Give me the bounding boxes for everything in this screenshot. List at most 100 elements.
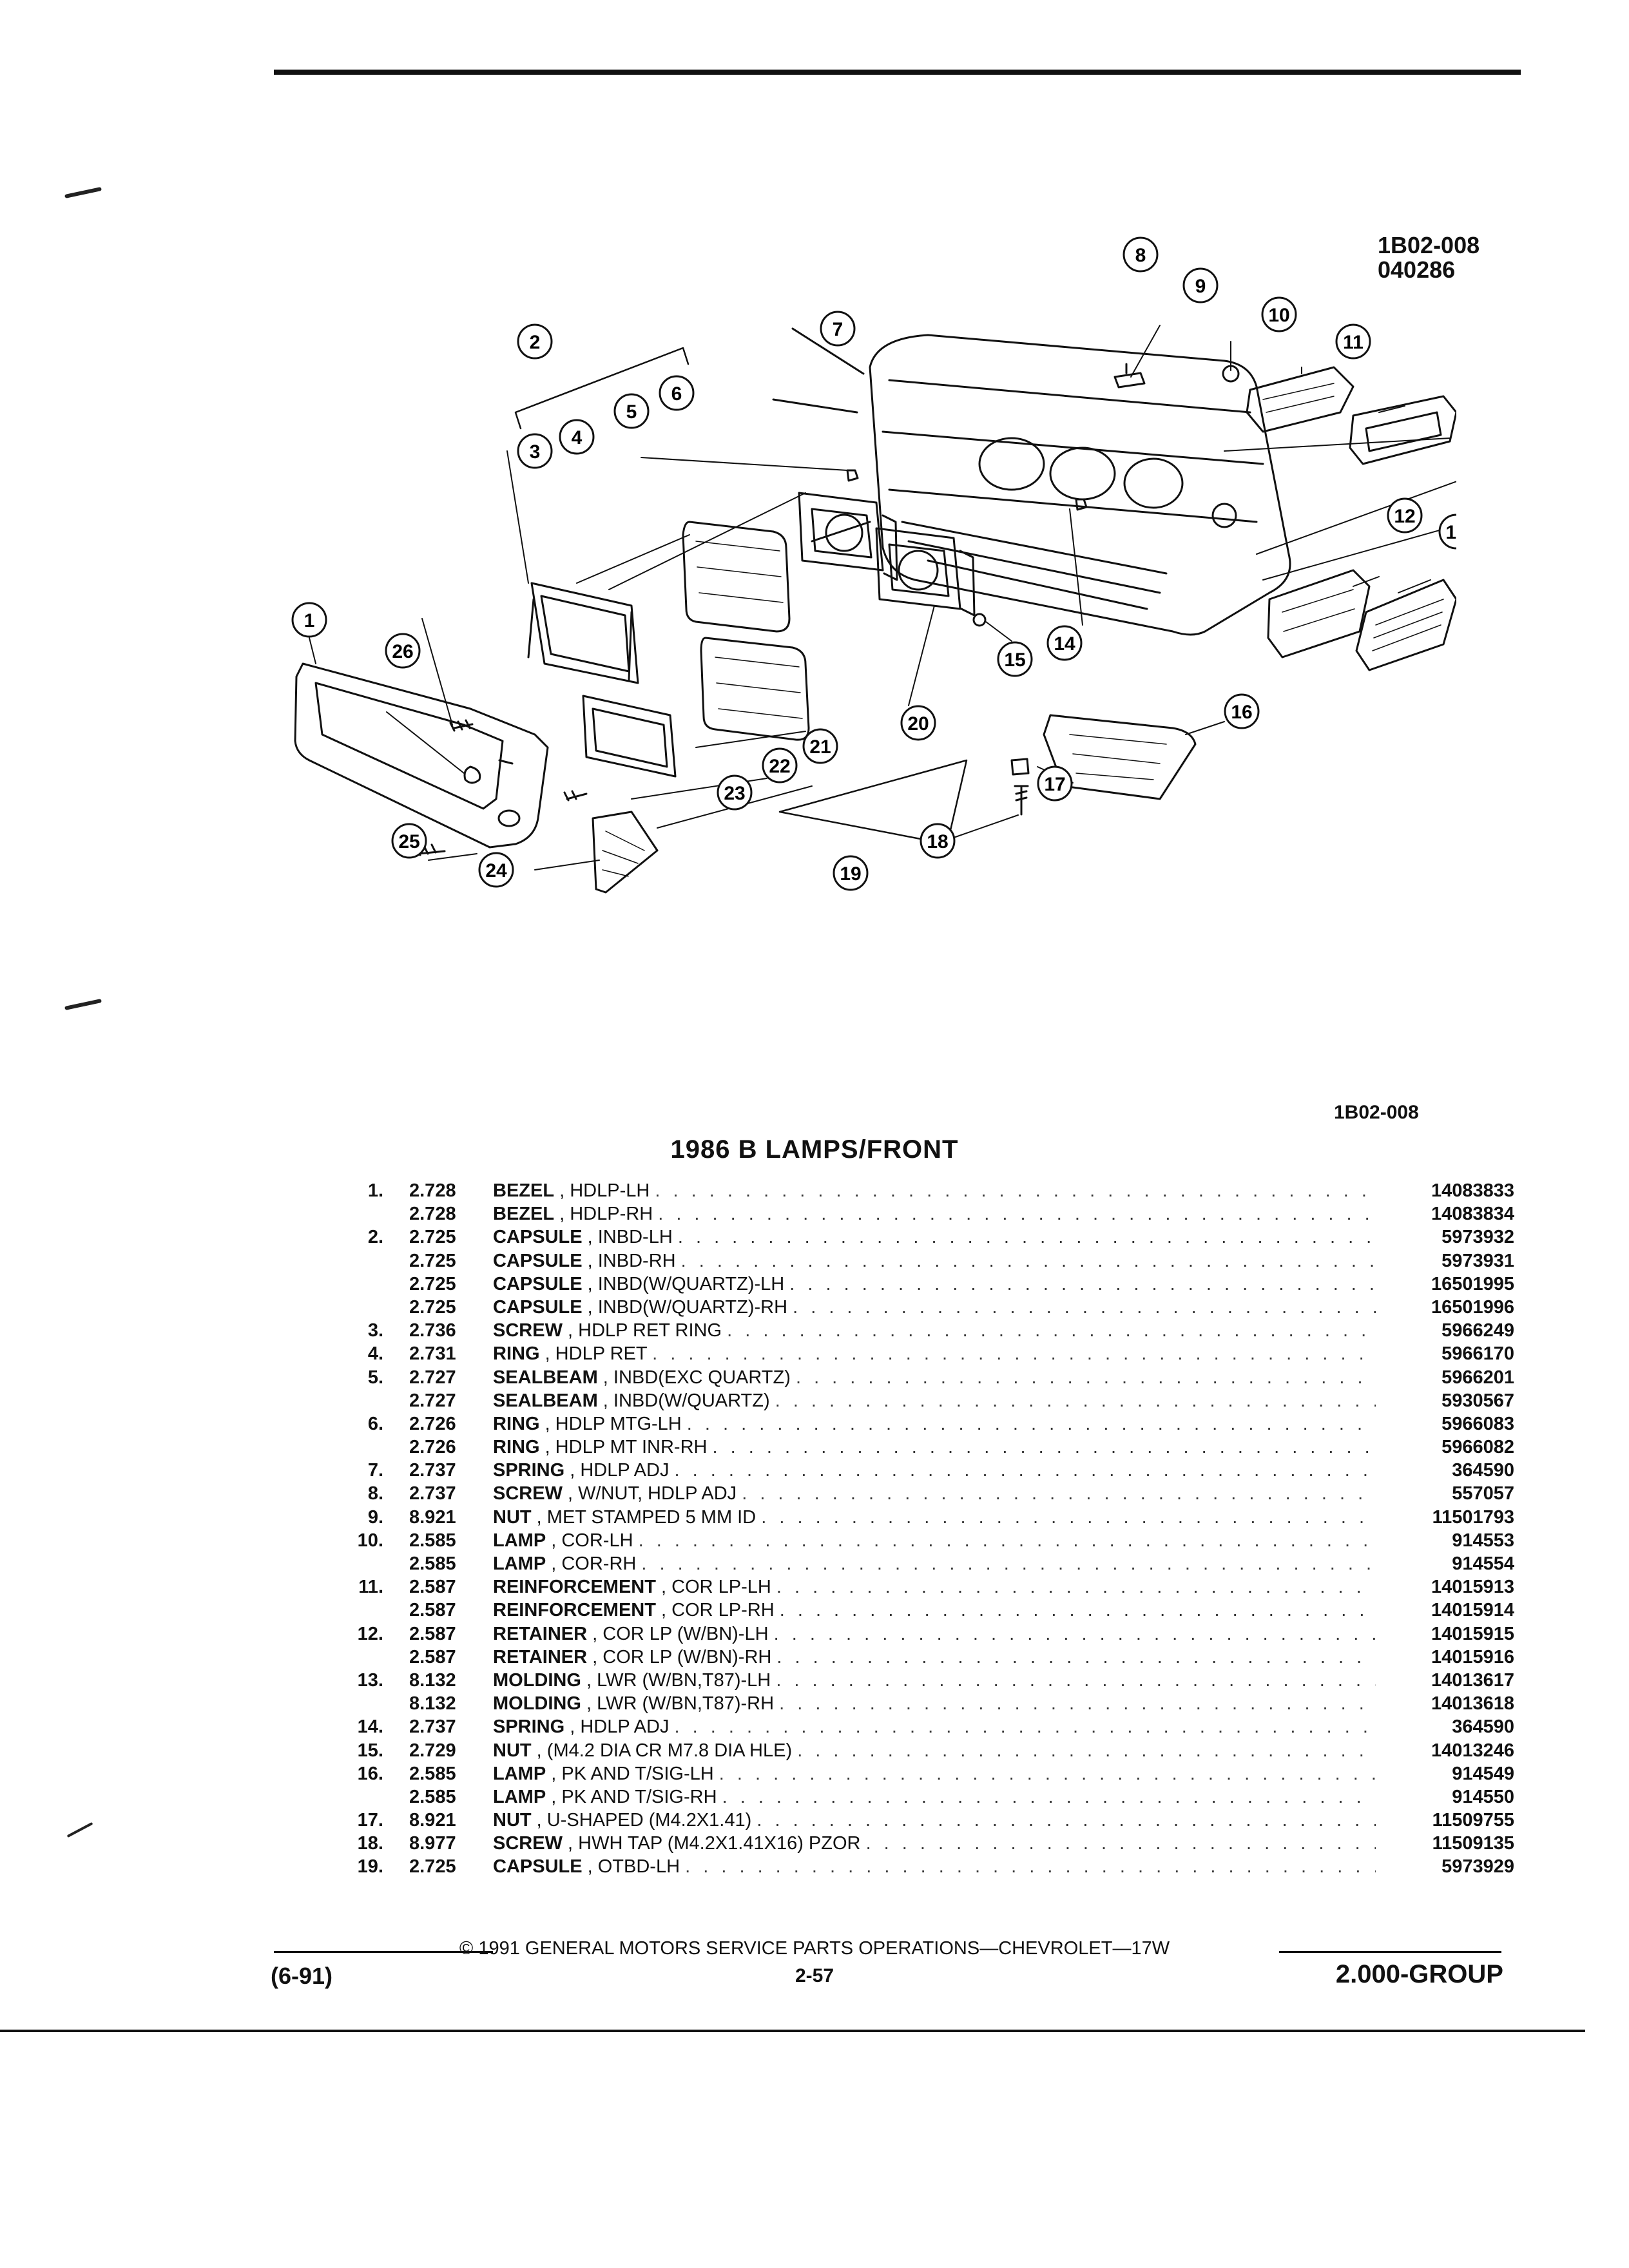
- group-number: 2.728: [409, 1180, 456, 1201]
- callout-6: 6: [659, 375, 695, 411]
- svg-text:22: 22: [769, 756, 790, 777]
- part-number: 11501793: [1432, 1506, 1514, 1528]
- part-detail: , COR LP-RH: [661, 1600, 775, 1621]
- part-number: 5973932: [1441, 1227, 1514, 1248]
- svg-text:24: 24: [485, 860, 507, 881]
- leader-dots: . . . . . . . . . . . . . . . . . . . . …: [712, 1437, 1376, 1458]
- callout-25: 25: [391, 823, 427, 859]
- part-name: SPRING: [493, 1460, 565, 1481]
- part-detail: , LWR (W/BN,T87)-LH: [586, 1669, 771, 1691]
- item-number: 5.: [367, 1367, 383, 1388]
- group-number: 8.921: [409, 1506, 456, 1528]
- screw-8-part: [1113, 363, 1146, 389]
- callout-10: 10: [1261, 296, 1297, 332]
- part-name: CAPSULE: [493, 1250, 583, 1271]
- part-name: SPRING: [493, 1716, 565, 1738]
- part-detail: , MET STAMPED 5 MM ID: [536, 1506, 757, 1528]
- part-number: 5966170: [1441, 1343, 1514, 1365]
- group-number: 2.726: [409, 1413, 456, 1434]
- part-name: RETAINER: [493, 1623, 588, 1644]
- vehicle-front-body: [772, 327, 1456, 636]
- leader-dots: . . . . . . . . . . . . . . . . . . . . …: [677, 1227, 1376, 1248]
- part-detail: , PK AND T/SIG-RH: [551, 1786, 717, 1807]
- margin-mark: [64, 187, 102, 198]
- park-lamp-16-part: [1043, 714, 1197, 800]
- screw-3-part: [449, 719, 474, 732]
- part-number: 914553: [1452, 1530, 1514, 1551]
- part-description: SEALBEAM , INBD(W/QUARTZ) . . . . . . . …: [493, 1389, 1376, 1412]
- group-number: 2.726: [409, 1437, 456, 1458]
- svg-text:12: 12: [1394, 506, 1415, 527]
- part-name: LAMP: [493, 1553, 546, 1574]
- bracket-2: [514, 347, 689, 430]
- part-description: MOLDING , LWR (W/BN,T87)-LH . . . . . . …: [493, 1669, 1376, 1692]
- part-detail: , COR-RH: [551, 1553, 637, 1574]
- group-number: 2.725: [409, 1227, 456, 1248]
- screw-23-part: [563, 790, 588, 802]
- part-name: NUT: [493, 1810, 532, 1831]
- spring-7-part: [846, 469, 859, 482]
- part-description: SCREW , HDLP RET RING . . . . . . . . . …: [493, 1319, 1376, 1342]
- leader-dots: . . . . . . . . . . . . . . . . . . . . …: [757, 1810, 1376, 1831]
- part-name: SCREW: [493, 1833, 563, 1854]
- group-number: 2.585: [409, 1763, 456, 1784]
- part-detail: , INBD-RH: [587, 1250, 676, 1271]
- leader-lines: [309, 325, 1431, 870]
- part-number: 5966201: [1441, 1367, 1514, 1388]
- leader-dots: . . . . . . . . . . . . . . . . . . . . …: [742, 1483, 1376, 1504]
- callout-13: 13: [1438, 514, 1456, 550]
- part-name: SCREW: [493, 1483, 563, 1504]
- svg-text:14: 14: [1054, 633, 1075, 655]
- part-number: 14015915: [1431, 1623, 1514, 1644]
- part-number: 5966249: [1441, 1320, 1514, 1341]
- sealbeam-21-part: [700, 637, 810, 741]
- copyright-line: © 1991 GENERAL MOTORS SERVICE PARTS OPER…: [459, 1938, 1170, 1959]
- part-number: 11509135: [1432, 1833, 1514, 1854]
- callout-12: 12: [1387, 497, 1423, 533]
- part-number: 5973931: [1441, 1250, 1514, 1271]
- svg-text:10: 10: [1268, 305, 1289, 326]
- parts-row: 2. 2.725 CAPSULE , INBD-LH . . . . . . .…: [335, 1225, 1514, 1249]
- leader-dots: . . . . . . . . . . . . . . . . . . . . …: [722, 1786, 1376, 1807]
- part-description: CAPSULE , INBD-LH . . . . . . . . . . . …: [493, 1225, 1376, 1249]
- bezel-part: [294, 662, 549, 849]
- svg-text:19: 19: [840, 863, 861, 885]
- part-detail: , U-SHAPED (M4.2X1.41): [536, 1810, 752, 1831]
- group-number: 8.921: [409, 1810, 456, 1831]
- svg-text:1: 1: [304, 610, 315, 631]
- parts-row: 2.585 LAMP , COR-RH . . . . . . . . . . …: [335, 1552, 1514, 1575]
- svg-text:26: 26: [392, 641, 413, 662]
- part-detail: , COR LP (W/BN)-LH: [592, 1623, 769, 1644]
- group-number: 2.585: [409, 1553, 456, 1574]
- part-number: 16501995: [1431, 1273, 1514, 1294]
- part-number: 364590: [1452, 1460, 1514, 1481]
- part-description: RETAINER , COR LP (W/BN)-LH . . . . . . …: [493, 1622, 1376, 1646]
- callout-18: 18: [920, 823, 956, 859]
- callout-2: 2: [517, 323, 553, 360]
- part-number: 16501996: [1431, 1296, 1514, 1318]
- svg-text:11: 11: [1343, 332, 1364, 353]
- part-description: LAMP , PK AND T/SIG-RH . . . . . . . . .…: [493, 1785, 1376, 1809]
- part-number: 5966083: [1441, 1413, 1514, 1434]
- part-number: 14015913: [1431, 1577, 1514, 1598]
- part-name: CAPSULE: [493, 1227, 583, 1248]
- part-name: SEALBEAM: [493, 1390, 598, 1411]
- part-detail: , INBD(W/QUARTZ)-RH: [587, 1296, 788, 1318]
- parts-row: 2.585 LAMP , PK AND T/SIG-RH . . . . . .…: [335, 1785, 1514, 1809]
- part-name: MOLDING: [493, 1693, 581, 1715]
- group-number: 2.585: [409, 1786, 456, 1807]
- part-description: NUT , U-SHAPED (M4.2X1.41) . . . . . . .…: [493, 1809, 1376, 1832]
- section-title: 1986 B LAMPS/FRONT: [670, 1135, 959, 1164]
- part-name: REINFORCEMENT: [493, 1600, 656, 1621]
- item-number: 17.: [357, 1810, 383, 1831]
- item-number: 14.: [357, 1716, 383, 1738]
- parts-row: 13. 8.132 MOLDING , LWR (W/BN,T87)-LH . …: [335, 1669, 1514, 1692]
- svg-text:16: 16: [1231, 702, 1252, 723]
- part-name: LAMP: [493, 1786, 546, 1807]
- leader-dots: . . . . . . . . . . . . . . . . . . . . …: [638, 1530, 1376, 1551]
- part-description: RING , HDLP MTG-LH . . . . . . . . . . .…: [493, 1412, 1376, 1436]
- item-number: 10.: [357, 1530, 383, 1551]
- callout-24: 24: [478, 852, 514, 888]
- part-number: 557057: [1452, 1483, 1514, 1504]
- callout-21: 21: [802, 728, 838, 764]
